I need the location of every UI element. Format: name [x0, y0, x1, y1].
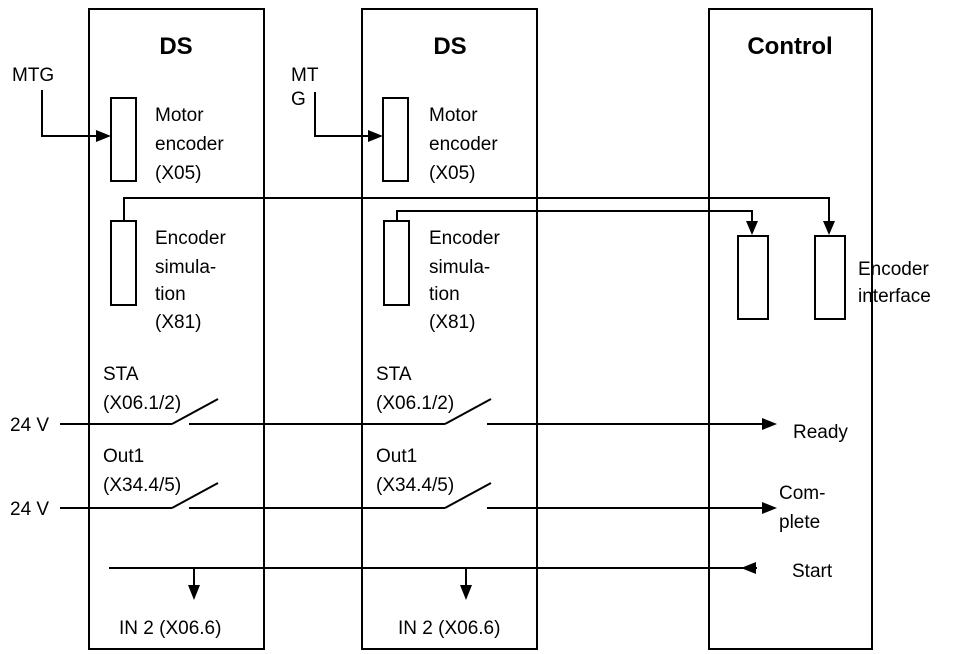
sta-left-line2: (X06.1/2)	[103, 393, 181, 414]
encoder-sim-mid-block	[383, 220, 410, 306]
start-arrowhead	[741, 562, 756, 574]
mtg-mid-line	[314, 92, 372, 137]
encoder-sim-mid-line3: tion	[429, 284, 460, 305]
encoder-sim-left-arrowhead	[823, 221, 835, 235]
sta-supply-label: 24 V	[10, 415, 49, 436]
sta-mid-switch	[444, 398, 492, 425]
encoder-sim-left-line1: Encoder	[155, 228, 226, 249]
ds-mid-title: DS	[433, 33, 466, 60]
mtg-mid-arrowhead	[368, 130, 383, 142]
mtg-mid-label-line2: G	[291, 89, 306, 110]
sta-left-switch	[171, 398, 219, 425]
encoder-sim-mid-line1: Encoder	[429, 228, 500, 249]
out1-supply-label: 24 V	[10, 499, 49, 520]
out1-left-switch	[171, 482, 219, 509]
in2-mid-label: IN 2 (X06.6)	[398, 618, 500, 639]
encoder-sim-left-block	[110, 220, 137, 306]
control-box	[708, 8, 873, 650]
sta-left-line1: STA	[103, 364, 139, 385]
encoder-sim-left-wire	[123, 197, 830, 224]
encoder-interface-line1: Encoder	[858, 259, 929, 280]
sta-mid-line2: (X06.1/2)	[376, 393, 454, 414]
complete-arrowhead	[762, 502, 777, 514]
mtg-mid-label-line1: MT	[291, 65, 319, 86]
encoder-interface-block-2	[814, 235, 846, 320]
encoder-sim-left-line2: simula-	[155, 257, 216, 278]
encoder-sim-left-line3: tion	[155, 284, 186, 305]
sta-mid-line1: STA	[376, 364, 412, 385]
ready-label: Ready	[793, 422, 848, 443]
encoder-sim-left-line4: (X81)	[155, 312, 201, 333]
encoder-sim-mid-wire	[396, 210, 753, 224]
encoder-interface-block-1	[737, 235, 769, 320]
motor-encoder-mid-line1: Motor	[429, 105, 478, 126]
encoder-sim-mid-line2: simula-	[429, 257, 490, 278]
complete-label-line2: plete	[779, 512, 820, 533]
ds-mid-box	[361, 8, 538, 650]
motor-encoder-left-line3: (X05)	[155, 163, 201, 184]
ready-arrowhead	[762, 418, 777, 430]
in2-mid-arrowhead	[460, 585, 472, 600]
mtg-left-line	[41, 90, 100, 137]
motor-encoder-left-block	[110, 97, 137, 182]
encoder-sim-mid-arrowhead	[746, 221, 758, 235]
start-label: Start	[792, 561, 833, 582]
out1-left-line2: (X34.4/5)	[103, 475, 181, 496]
out1-left-line1: Out1	[103, 446, 144, 467]
motor-encoder-left-line2: encoder	[155, 134, 224, 155]
out1-mid-line2: (X34.4/5)	[376, 475, 454, 496]
motor-encoder-mid-block	[382, 97, 409, 182]
in2-left-arrowhead	[188, 585, 200, 600]
ds-left-box	[88, 8, 265, 650]
complete-label-line1: Com-	[779, 483, 825, 504]
encoder-sim-mid-line4: (X81)	[429, 312, 475, 333]
encoder-interface-line2: interface	[858, 286, 931, 307]
motor-encoder-mid-line2: encoder	[429, 134, 498, 155]
motor-encoder-left-line1: Motor	[155, 105, 204, 126]
out1-mid-switch	[444, 482, 492, 509]
mtg-left-label: MTG	[12, 65, 54, 86]
in2-left-label: IN 2 (X06.6)	[119, 618, 221, 639]
ds-left-title: DS	[159, 33, 192, 60]
control-title: Control	[747, 33, 832, 60]
mtg-left-arrowhead	[96, 130, 111, 142]
motor-encoder-mid-line3: (X05)	[429, 163, 475, 184]
out1-mid-line1: Out1	[376, 446, 417, 467]
